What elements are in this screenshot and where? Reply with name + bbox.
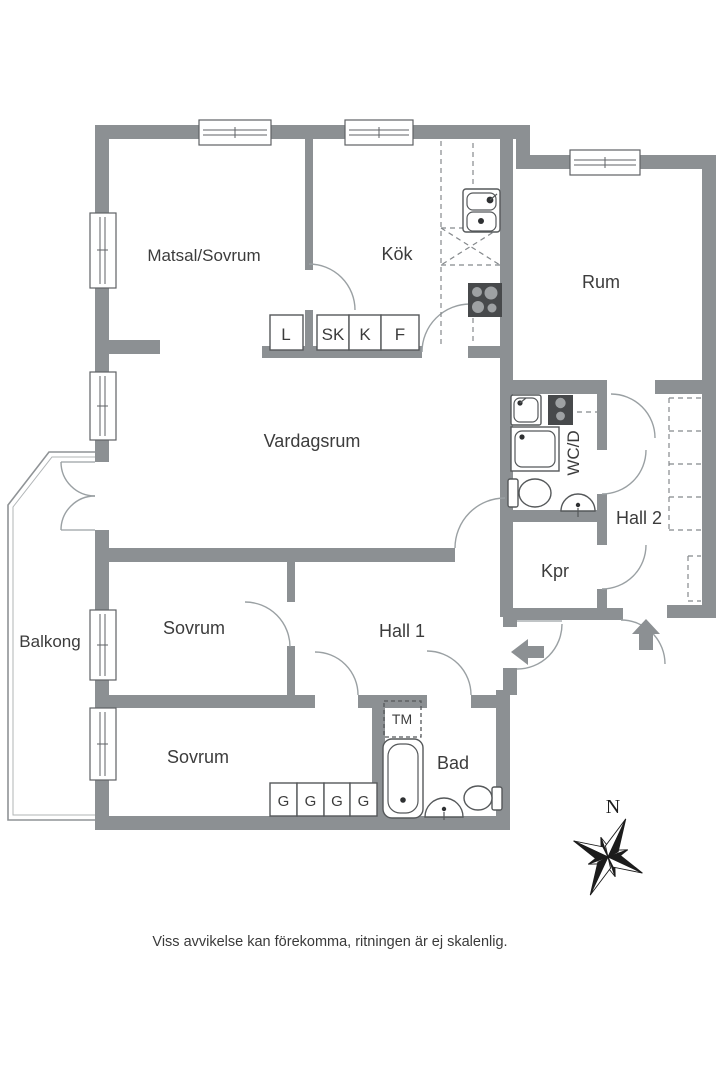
closet-label-g1: G	[278, 793, 290, 810]
washing-machine-label: TM	[392, 711, 412, 727]
closet-label-g4: G	[358, 793, 370, 810]
room-label-vardagsrum: Vardagsrum	[264, 431, 361, 451]
toilet-icon	[463, 785, 503, 811]
washbasin-icon	[560, 493, 596, 517]
closet-label-g2: G	[305, 793, 317, 810]
room-label-kpr: Kpr	[541, 561, 569, 581]
room-label-rum: Rum	[582, 272, 620, 292]
closet-label-l: L	[281, 325, 290, 344]
room-label-bad: Bad	[437, 753, 469, 773]
washing-machine-box	[383, 700, 422, 738]
toilet-icon	[507, 478, 552, 508]
window-icon	[344, 119, 414, 146]
closet-label-g3: G	[331, 793, 343, 810]
compass-north-label: N	[606, 796, 620, 818]
window-icon	[89, 609, 117, 681]
room-label-hall2: Hall 2	[616, 508, 662, 528]
closet-label-k: K	[359, 325, 371, 344]
window-icon	[89, 707, 117, 781]
compass-rose-icon	[573, 818, 643, 896]
pentry-sink-icon	[510, 394, 542, 426]
room-label-balkong: Balkong	[19, 632, 80, 651]
pentry-stove-icon	[548, 395, 597, 425]
disclaimer-text: Viss avvikelse kan förekomma, ritningen …	[152, 934, 507, 950]
windows	[89, 119, 641, 781]
wardrobe-dashed-outlines	[668, 397, 701, 602]
kitchen-sink-icon	[462, 188, 501, 233]
window-icon	[198, 119, 272, 146]
room-label-matsal-sovrum: Matsal/Sovrum	[147, 246, 260, 265]
room-label-wc-d: WC/D	[564, 430, 583, 475]
window-icon	[569, 149, 641, 176]
entry-arrows	[511, 619, 660, 665]
room-label-hall1: Hall 1	[379, 621, 425, 641]
closet-label-sk: SK	[322, 325, 345, 344]
closet-boxes	[269, 314, 420, 817]
room-label-kok: Kök	[381, 244, 413, 264]
entry-arrow-up-icon	[632, 619, 660, 650]
stove-icon	[468, 283, 502, 317]
room-label-sovrum-bottom: Sovrum	[167, 747, 229, 767]
balcony-railing	[7, 451, 95, 821]
window-icon	[89, 371, 117, 441]
washbasin-icon	[424, 797, 464, 820]
window-icon	[89, 212, 117, 289]
entry-arrow-left-icon	[511, 639, 544, 665]
room-label-sovrum-mid: Sovrum	[163, 618, 225, 638]
closet-label-f: F	[395, 325, 405, 344]
walls	[95, 125, 716, 830]
shower-icon	[510, 426, 560, 472]
bathtub-icon	[382, 738, 424, 819]
